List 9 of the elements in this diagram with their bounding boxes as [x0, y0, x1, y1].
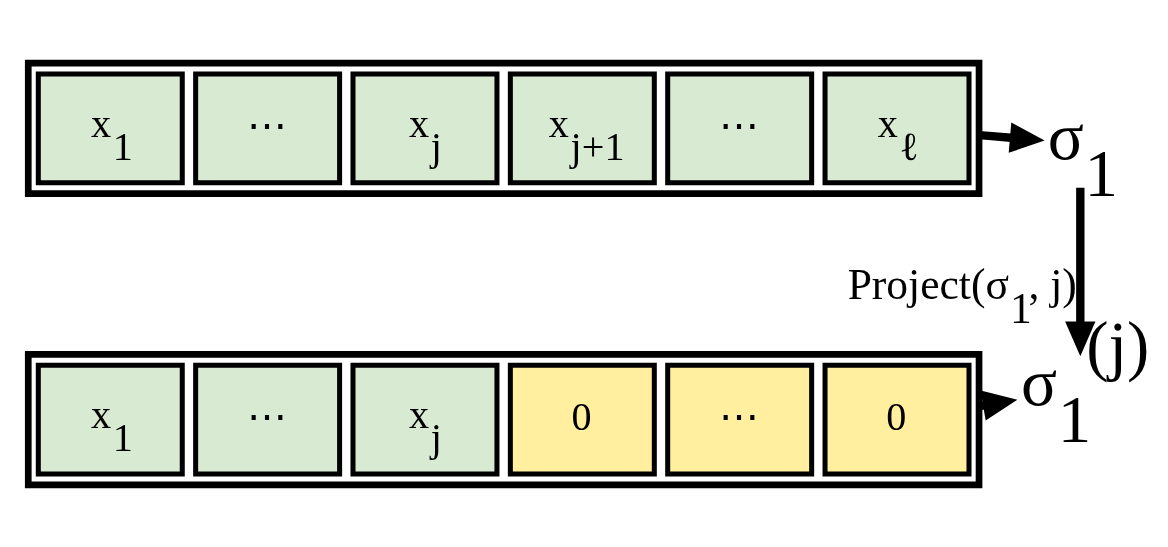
- node-box: 0: [507, 362, 657, 477]
- node-box: ⋯: [193, 70, 343, 185]
- node-box: ⋯: [665, 362, 815, 477]
- node-box: 0: [822, 362, 972, 477]
- node-box: ⋯: [193, 362, 343, 477]
- cluster: [24, 59, 983, 197]
- node-box: ⋯: [665, 70, 815, 185]
- cluster: [24, 350, 983, 488]
- arrow: [1065, 187, 1096, 356]
